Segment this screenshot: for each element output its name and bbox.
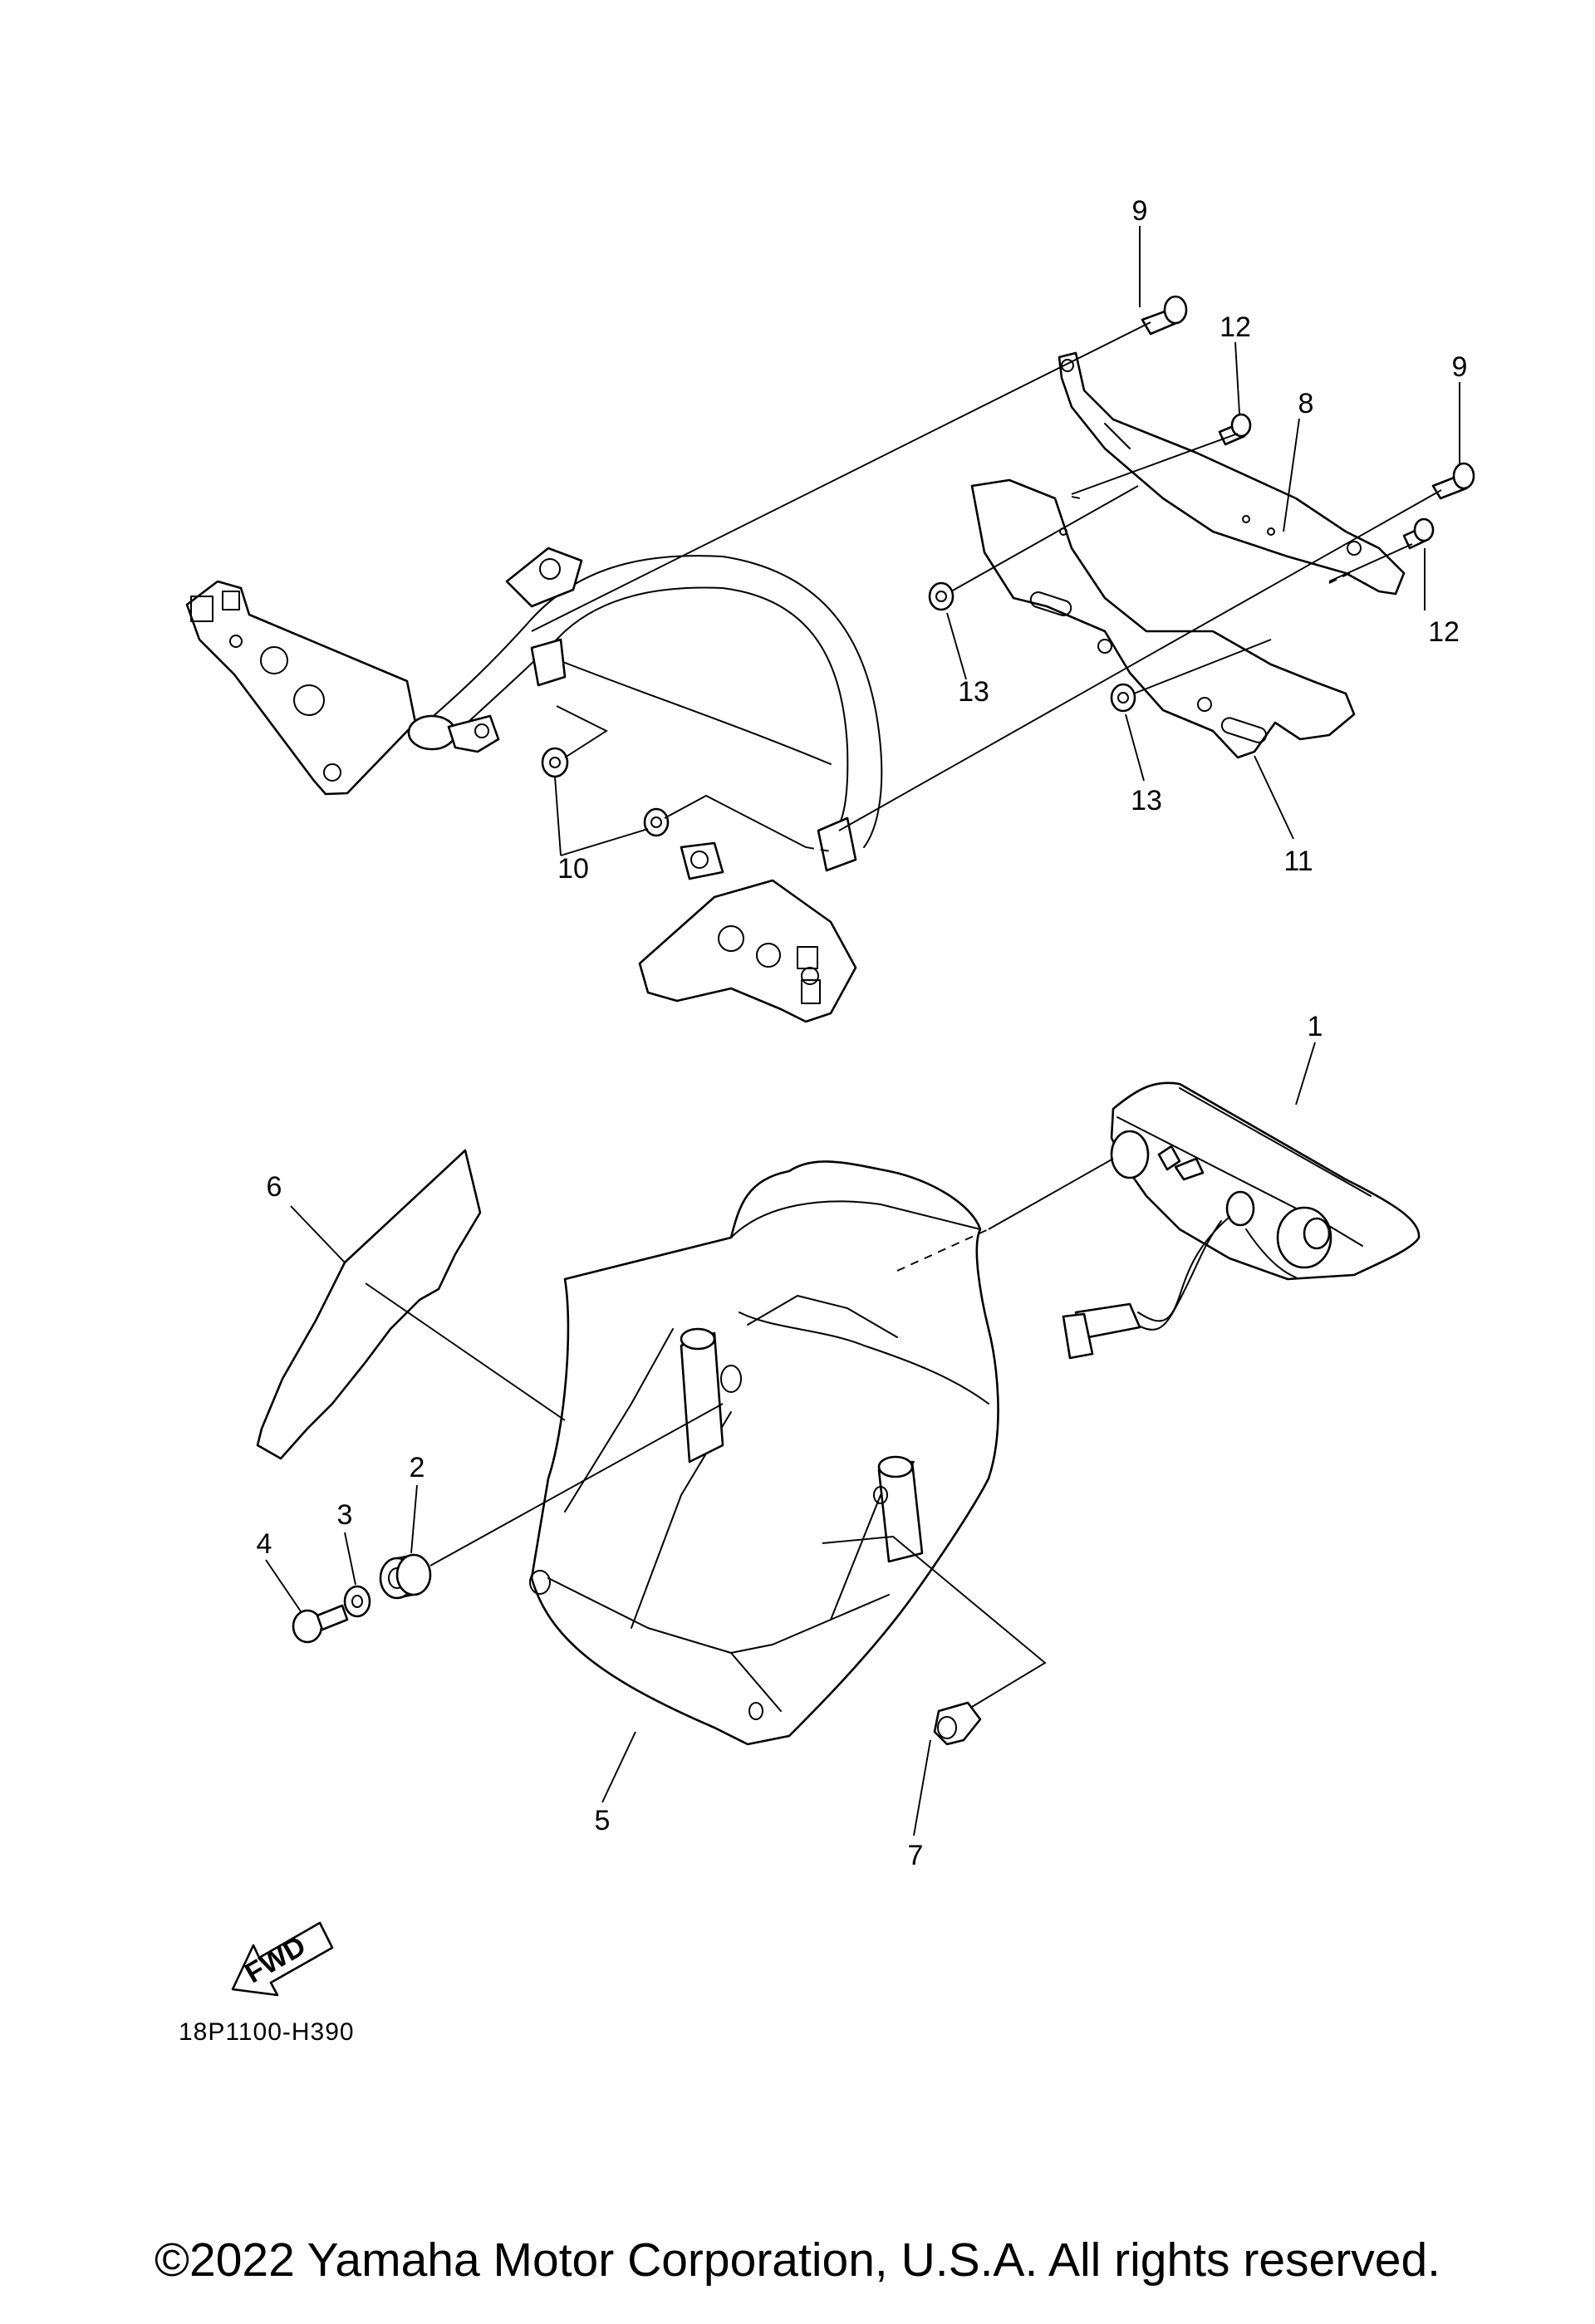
callout-12-right: 12	[1428, 616, 1460, 648]
callout-13-left: 13	[958, 676, 989, 708]
callout-13-right: 13	[1131, 785, 1162, 816]
bolt-9-right	[1431, 462, 1475, 500]
nut-10-right	[643, 807, 670, 837]
nut-13-right	[1110, 683, 1136, 713]
callout-7: 7	[908, 1840, 924, 1871]
diagram-code: 18P1100-H390	[179, 2018, 355, 2046]
bolt-12-top	[1218, 413, 1252, 446]
grommet-2	[379, 1553, 432, 1600]
callout-8: 8	[1298, 388, 1314, 419]
callout-5: 5	[595, 1805, 611, 1836]
right-mount-bracket	[638, 879, 857, 1023]
callout-3: 3	[337, 1499, 353, 1531]
callout-12-top: 12	[1220, 311, 1251, 343]
plate-6	[256, 1149, 482, 1460]
nut-10-left	[541, 747, 569, 778]
copyright-notice: ©2022 Yamaha Motor Corporation, U.S.A. A…	[155, 2233, 1440, 2287]
callout-4: 4	[257, 1528, 272, 1560]
grab-bar-frame	[410, 555, 883, 848]
callout-9-right: 9	[1452, 351, 1468, 383]
bolt-9-top	[1141, 295, 1188, 336]
washer-3	[343, 1585, 371, 1618]
callout-10: 10	[557, 853, 589, 885]
bracket-11	[970, 478, 1356, 759]
nut-13-left	[928, 581, 955, 611]
fwd-arrow-icon: FWD	[231, 1921, 334, 1997]
bracket-8	[1058, 351, 1406, 596]
rear-fender-5	[529, 1160, 999, 1746]
bolt-12-right	[1402, 517, 1435, 550]
clip-7	[933, 1701, 982, 1746]
taillight-1	[1062, 1081, 1421, 1360]
screw-4	[292, 1604, 349, 1644]
callout-6: 6	[267, 1171, 282, 1203]
grab-bar-assembly	[185, 547, 883, 1023]
callout-11: 11	[1283, 846, 1313, 877]
callout-1: 1	[1308, 1011, 1323, 1042]
callout-2: 2	[410, 1452, 425, 1483]
callout-9-top: 9	[1132, 195, 1148, 227]
